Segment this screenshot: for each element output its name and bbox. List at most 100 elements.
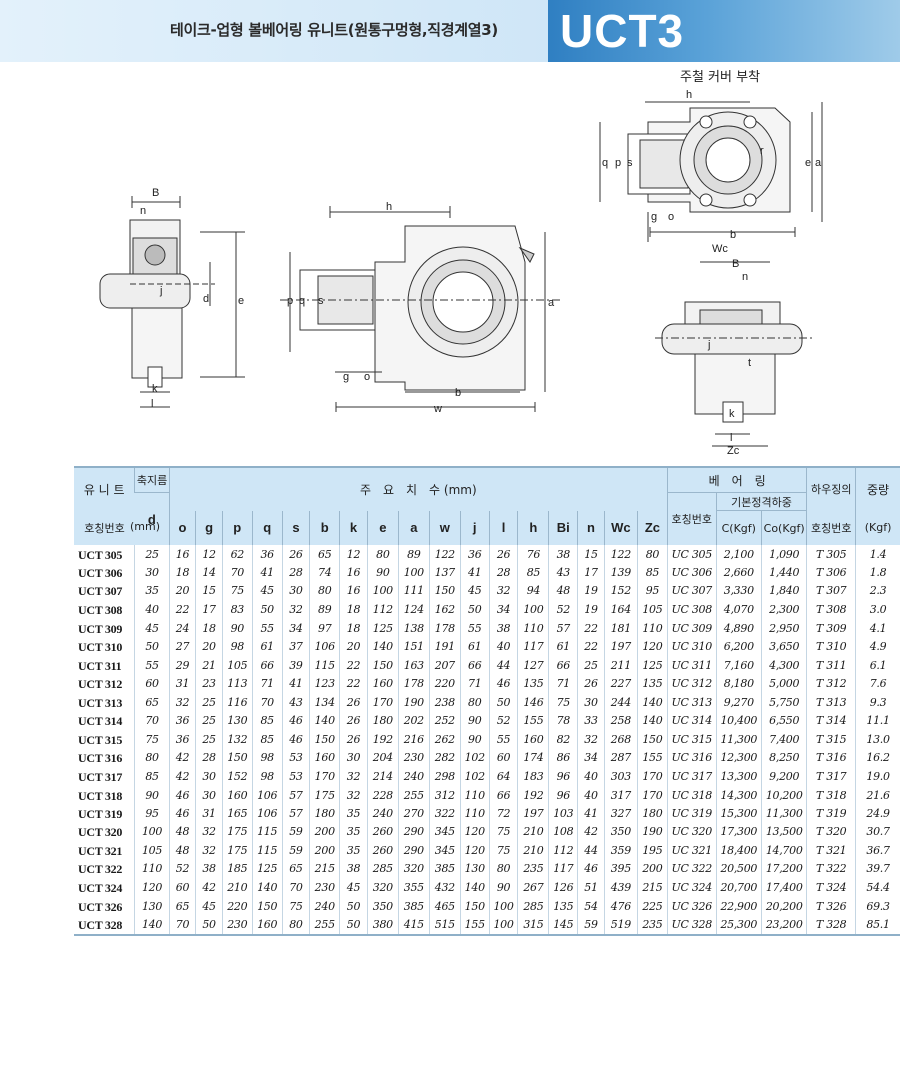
table-cell: UC 308 (666, 600, 717, 620)
table-cell: 124 (397, 600, 430, 620)
table-cell: 2,660 (715, 564, 762, 583)
table-cell: 4,890 (715, 619, 762, 638)
table-cell: T 312 (806, 675, 856, 694)
table-cell: 327 (603, 804, 638, 823)
table-cell: T 324 (806, 878, 856, 898)
table-cell: 50 (339, 915, 368, 936)
col-c: C(Kgf) (715, 510, 762, 545)
table-cell: 6,550 (760, 711, 807, 731)
table-cell: T 317 (806, 767, 856, 787)
table-cell: 70 (251, 693, 283, 712)
table-cell: 8,180 (715, 675, 762, 694)
table-cell: 290 (397, 841, 430, 861)
table-cell: 32 (339, 767, 368, 787)
table-cell: 46 (281, 730, 310, 750)
table-cell: 25 (195, 711, 223, 731)
table-cell: 45 (134, 619, 170, 638)
table-cell: UCT 317 (78, 769, 123, 784)
table-cell: 9,200 (760, 767, 807, 787)
table-cell: UC 328 (666, 915, 717, 936)
table-cell: 197 (603, 637, 638, 657)
table-cell: 150 (459, 897, 490, 916)
table-cell: UC 320 (666, 822, 717, 842)
table-cell: 4.1 (855, 619, 900, 638)
table-cell: 41 (281, 675, 310, 694)
label-side-k: k (729, 408, 735, 420)
table-cell: 102 (459, 749, 490, 768)
table-cell: 439 (603, 878, 638, 898)
table-cell: 50 (134, 637, 170, 657)
table-cell: 244 (603, 693, 638, 712)
table-cell: 105 (134, 841, 170, 861)
table-cell: 20,700 (715, 878, 762, 898)
table-cell: 21 (195, 656, 223, 676)
table-cell: 210 (517, 841, 549, 861)
table-cell: 32 (488, 582, 518, 601)
table-cell: 125 (636, 656, 668, 676)
col-dims: 주 요 치 수 (mm) (168, 467, 668, 511)
table-cell: 80 (281, 915, 310, 936)
table-cell: 26 (577, 675, 605, 694)
table-cell: 110 (459, 786, 490, 805)
table-cell: 36.7 (855, 841, 900, 861)
table-cell: 139 (603, 564, 638, 583)
table-cell: 10,200 (760, 786, 807, 805)
table-cell: 350 (366, 897, 399, 916)
table-cell: 191 (428, 637, 461, 657)
table-cell: 52 (488, 711, 518, 731)
table-cell: 260 (366, 841, 399, 861)
table-cell: UCT 313 (78, 695, 123, 710)
table-cell: 30 (195, 786, 223, 805)
table-cell: UC 322 (666, 860, 717, 879)
table-cell: 18,400 (715, 841, 762, 861)
table-cell: T 328 (806, 915, 856, 936)
table-cell: 32 (195, 822, 223, 842)
table-cell: UC 315 (666, 730, 717, 750)
table-cell: 303 (603, 767, 638, 787)
table-cell: 36 (251, 545, 283, 564)
page-header: 테이크-업형 볼베어링 유니트(원통구멍형,직경계열3) UCT3 (0, 0, 900, 62)
table-cell: 48 (168, 841, 196, 861)
table-cell: 66 (548, 656, 578, 676)
table-cell: 255 (397, 786, 430, 805)
table-cell: 150 (428, 582, 461, 601)
cover-caption: 주철 커버 부착 (680, 70, 761, 85)
table-cell: 116 (221, 693, 253, 712)
table-cell: 42 (168, 767, 196, 787)
table-cell: 16 (339, 564, 368, 583)
table-cell: 36 (168, 711, 196, 731)
table-cell: 57 (281, 786, 310, 805)
table-cell: 43 (281, 693, 310, 712)
table-cell: 16.2 (855, 749, 900, 768)
table-cell: 28 (488, 564, 518, 583)
table-cell: 11,300 (760, 804, 807, 823)
table-cell: 2,300 (760, 600, 807, 620)
table-cell: 89 (397, 545, 430, 564)
table-cell: 41 (577, 804, 605, 823)
table-cell: 11.1 (855, 711, 900, 731)
table-cell: 227 (603, 675, 638, 694)
table-cell: 146 (517, 693, 549, 712)
table-cell: 29 (168, 656, 196, 676)
table-cell: 72 (488, 804, 518, 823)
table-cell: 38 (339, 860, 368, 879)
table-cell: 50 (195, 915, 223, 936)
table-cell: UC 312 (666, 675, 717, 694)
table-cell: 22,900 (715, 897, 762, 916)
table-cell: 140 (309, 711, 340, 731)
table-cell: 1,840 (760, 582, 807, 601)
table-cell: 76 (517, 545, 549, 564)
table-cell: UC 305 (666, 545, 717, 564)
table-cell: 178 (397, 675, 430, 694)
table-cell: 30 (577, 693, 605, 712)
col-wc: Wc (603, 510, 638, 545)
table-cell: 25 (195, 730, 223, 750)
table-cell: 155 (459, 915, 490, 936)
table-cell: 89 (309, 600, 340, 620)
table-cell: UCT 314 (78, 714, 123, 729)
table-cell: 150 (366, 656, 399, 676)
table-cell: 26 (488, 545, 518, 564)
